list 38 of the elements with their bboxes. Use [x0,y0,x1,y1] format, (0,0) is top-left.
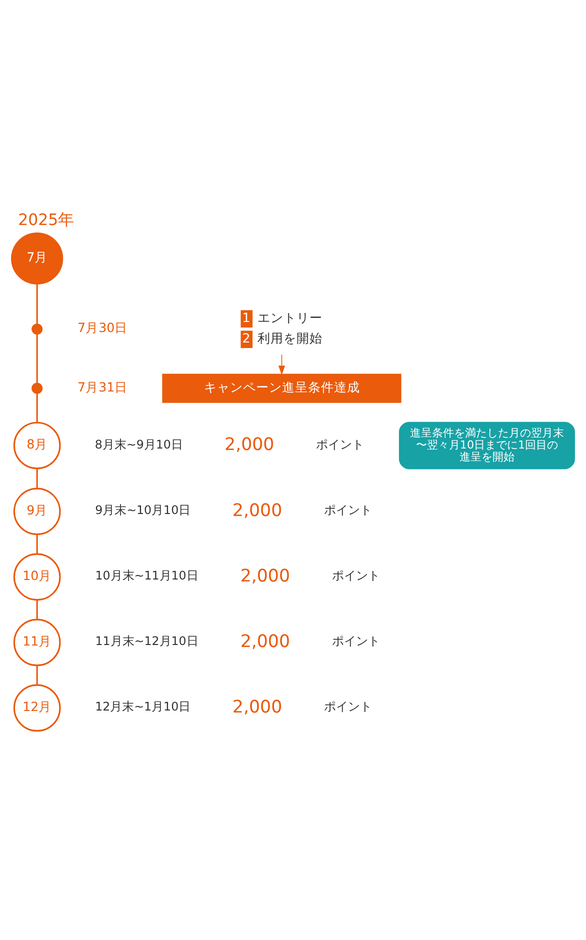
node-circle: 7月 [11,232,64,285]
label: ポイント [324,503,372,518]
label: 2,000 [240,566,290,586]
label: 2,000 [224,434,274,455]
node-box: 進呈条件を満たした月の翌月末〜翌々月10日までに1回目の進呈を開始 [398,422,575,470]
label: 12月末~1月10日 [95,700,191,714]
node-circle: 12月 [13,684,61,732]
connector [36,600,38,620]
node-circle [32,324,43,335]
diagram-title: 2025年 [18,210,74,229]
label: 9月末~10月10日 [95,503,191,518]
connector [36,468,38,488]
connector [36,393,38,422]
node-label: 利用を開始 [257,330,322,346]
label: 2,000 [232,697,282,718]
label: ポイント [332,568,380,583]
node-circle [32,382,43,394]
node-circle: 11月 [13,618,61,666]
connector [36,666,38,685]
node-label: エントリー [257,310,322,325]
connector [36,534,38,554]
label: ポイント [316,437,364,452]
label: 11月末~12月10日 [95,634,198,648]
arrow [278,354,286,376]
node-circle: 8月 [13,422,61,470]
label: ポイント [324,700,372,714]
label: 2,000 [232,500,282,521]
label: ポイント [332,634,380,648]
connector [36,284,38,324]
node-circle: 10月 [13,553,61,601]
label: 2,000 [240,632,290,652]
label: 8月末~9月10日 [94,437,183,452]
connector [36,334,38,384]
node-circle: 9月 [13,488,61,536]
label: 10月末~11月10日 [95,568,198,583]
node-label: 7月30日 [78,320,128,336]
node-box: キャンペーン進呈条件達成 [162,374,402,403]
node-label: 7月31日 [78,379,128,394]
